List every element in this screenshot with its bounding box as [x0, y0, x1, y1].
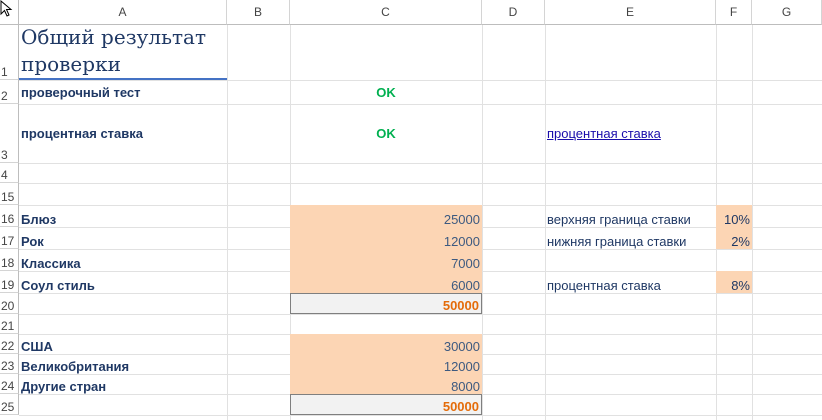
- genre-total-cell[interactable]: 50000: [290, 293, 482, 314]
- interest-rate-label[interactable]: процентная ставка: [547, 278, 661, 293]
- column-header-a[interactable]: A: [19, 0, 227, 25]
- country-label-usa[interactable]: США: [21, 339, 53, 354]
- country-value-other[interactable]: 8000: [290, 374, 482, 394]
- row-header-15[interactable]: 15: [0, 183, 19, 205]
- upper-rate-value[interactable]: 10%: [716, 205, 752, 227]
- genre-value-blues[interactable]: 25000: [290, 205, 482, 227]
- genre-value-rock[interactable]: 12000: [290, 227, 482, 249]
- country-value-usa[interactable]: 30000: [290, 334, 482, 354]
- row-header-18[interactable]: 18: [0, 249, 19, 271]
- upper-rate-label[interactable]: верхняя граница ставки: [547, 212, 691, 227]
- row-header-3[interactable]: 3: [0, 104, 19, 163]
- country-total-cell[interactable]: 50000: [290, 394, 482, 415]
- row-header-24[interactable]: 24: [0, 374, 19, 394]
- row-header-20[interactable]: 20: [0, 293, 19, 314]
- column-header-b[interactable]: B: [227, 0, 290, 25]
- row-header-19[interactable]: 19: [0, 271, 19, 293]
- row-header-21[interactable]: 21: [0, 314, 19, 334]
- gridline: [482, 25, 483, 420]
- row-header-16[interactable]: 16: [0, 205, 19, 227]
- column-header-g[interactable]: G: [752, 0, 822, 25]
- gridline: [19, 183, 822, 184]
- gridline: [19, 163, 822, 164]
- row-header-4[interactable]: 4: [0, 163, 19, 183]
- country-label-uk[interactable]: Великобритания: [21, 359, 130, 374]
- genre-label-rock[interactable]: Рок: [21, 234, 44, 249]
- lower-rate-label[interactable]: нижняя граница ставки: [547, 234, 687, 249]
- row-header-17[interactable]: 17: [0, 227, 19, 249]
- row-header-25[interactable]: 25: [0, 394, 19, 415]
- row-header-22[interactable]: 22: [0, 334, 19, 354]
- column-header-c[interactable]: C: [290, 0, 482, 25]
- gridline: [19, 104, 822, 105]
- column-header-e[interactable]: E: [545, 0, 716, 25]
- gridline: [227, 25, 228, 420]
- genre-label-classic[interactable]: Классика: [21, 256, 81, 271]
- gridline: [19, 80, 822, 81]
- rate-check-label-cell[interactable]: процентная ставка: [21, 126, 144, 141]
- row-header-2[interactable]: 2: [0, 80, 19, 104]
- lower-rate-value[interactable]: 2%: [716, 227, 752, 249]
- genre-value-classic[interactable]: 7000: [290, 249, 482, 271]
- gridline: [545, 25, 546, 420]
- gridline: [19, 314, 822, 315]
- genre-label-soul[interactable]: Соул стиль: [21, 278, 95, 293]
- rate-hyperlink[interactable]: процентная ставка: [547, 126, 661, 141]
- genre-value-soul[interactable]: 6000: [290, 271, 482, 293]
- column-header-d[interactable]: D: [482, 0, 545, 25]
- interest-rate-value[interactable]: 8%: [716, 271, 752, 293]
- column-header-f[interactable]: F: [716, 0, 752, 25]
- row-header-1[interactable]: 1: [0, 25, 19, 80]
- rate-check-result-cell[interactable]: OK: [376, 126, 396, 141]
- gridline: [19, 415, 822, 416]
- check-test-label-cell[interactable]: проверочный тест: [21, 84, 141, 100]
- mouse-pointer-icon: [0, 0, 13, 17]
- check-test-result-cell[interactable]: OK: [376, 84, 396, 100]
- gridline: [752, 25, 753, 420]
- genre-label-blues[interactable]: Блюз: [21, 212, 57, 227]
- summary-title-cell[interactable]: Общий результат проверки: [19, 27, 227, 80]
- country-label-other[interactable]: Другие стран: [21, 379, 107, 394]
- row-header-23[interactable]: 23: [0, 354, 19, 374]
- country-value-uk[interactable]: 12000: [290, 354, 482, 374]
